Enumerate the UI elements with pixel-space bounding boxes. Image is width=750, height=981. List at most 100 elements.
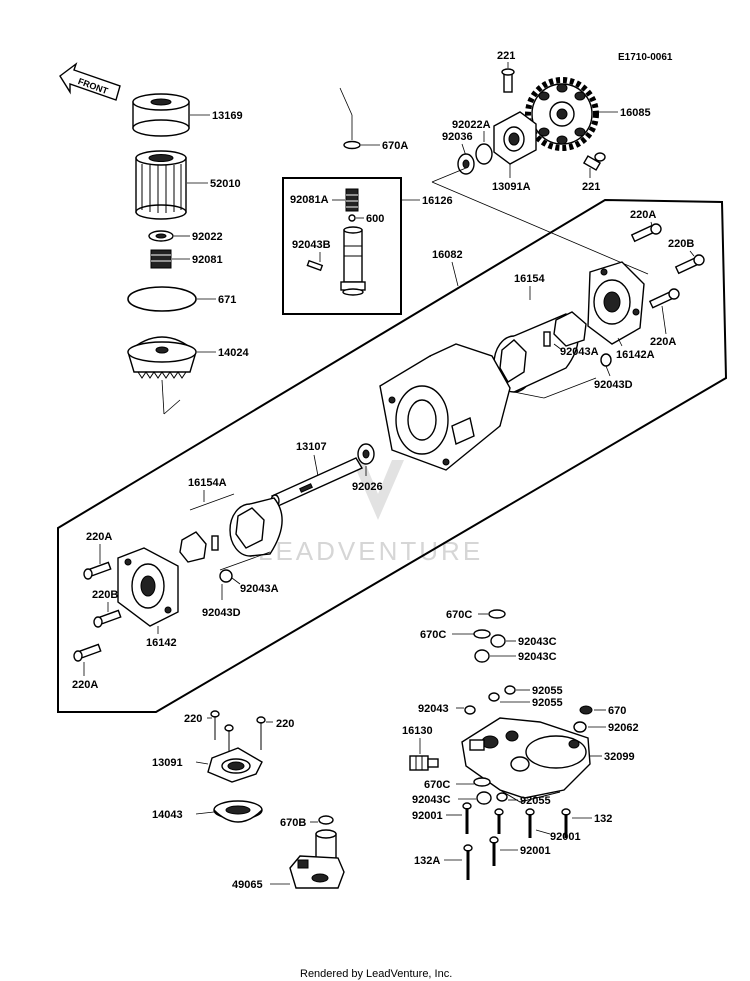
relief-valve-body bbox=[340, 226, 366, 296]
pipe-49065 bbox=[289, 829, 345, 889]
label-92081: 92081 bbox=[192, 254, 223, 266]
label-220B-2: 220B bbox=[92, 589, 118, 601]
label-14024: 14024 bbox=[218, 347, 249, 359]
label-16085: 16085 bbox=[620, 107, 651, 119]
screw-220-3 bbox=[256, 716, 266, 750]
collar-92055-2 bbox=[488, 692, 500, 702]
bolt-92001-2 bbox=[494, 808, 504, 834]
collar-92055-1 bbox=[504, 685, 516, 695]
o-ring-670A bbox=[343, 140, 361, 150]
label-220-b: 220 bbox=[276, 718, 294, 730]
pump-cover-16142 bbox=[117, 547, 179, 627]
label-92043: 92043 bbox=[418, 703, 449, 715]
label-600: 600 bbox=[366, 213, 384, 225]
label-670A: 670A bbox=[382, 140, 408, 152]
o-ring-670C-2 bbox=[473, 629, 491, 639]
pin-92043B bbox=[306, 259, 324, 272]
screw-220-1 bbox=[210, 710, 220, 740]
inner-rotor-16154A bbox=[179, 531, 207, 563]
bolt-132 bbox=[561, 808, 571, 838]
label-92043D-1: 92043D bbox=[594, 379, 633, 391]
bolt-220A-4 bbox=[73, 643, 102, 662]
gear-16085 bbox=[525, 77, 599, 151]
oil-filter-cap-13169 bbox=[132, 93, 190, 137]
collar-92043C-3 bbox=[476, 791, 492, 805]
label-220B-1: 220B bbox=[668, 238, 694, 250]
bolt-132A bbox=[463, 844, 473, 880]
cover-13091A bbox=[493, 111, 537, 165]
dowel-92043D-2 bbox=[219, 569, 233, 583]
bolt-92001-4 bbox=[489, 836, 499, 866]
rotor-16154A bbox=[229, 497, 283, 557]
label-92055-1: 92055 bbox=[532, 685, 563, 697]
o-ring-670B bbox=[318, 815, 334, 825]
watermark-text: LEADVENTURE bbox=[258, 536, 483, 566]
label-220A-3: 220A bbox=[86, 531, 112, 543]
collar-92055-3 bbox=[496, 792, 508, 802]
label-92062: 92062 bbox=[608, 722, 639, 734]
label-92001-3: 92001 bbox=[520, 845, 551, 857]
label-92036: 92036 bbox=[442, 131, 473, 143]
label-52010: 52010 bbox=[210, 178, 241, 190]
screw-220-2 bbox=[224, 724, 234, 752]
label-92043C-1: 92043C bbox=[518, 636, 557, 648]
pump-assembly-box bbox=[57, 198, 728, 713]
oil-filter-element-52010 bbox=[135, 150, 187, 220]
collar-92043 bbox=[464, 705, 476, 715]
label-14043: 14043 bbox=[152, 809, 183, 821]
label-670C-1: 670C bbox=[446, 609, 472, 621]
collar-92043C-1 bbox=[490, 634, 506, 648]
label-132: 132 bbox=[594, 813, 612, 825]
bolt-220A-3 bbox=[83, 561, 112, 580]
label-92026: 92026 bbox=[352, 481, 383, 493]
label-13169: 13169 bbox=[212, 110, 243, 122]
collar-92043C-2 bbox=[474, 649, 490, 663]
label-92043A-1: 92043A bbox=[560, 346, 599, 358]
bolt-92001-1 bbox=[462, 802, 472, 834]
o-ring-670 bbox=[579, 705, 593, 715]
plate-13091 bbox=[207, 747, 263, 783]
label-92081A: 92081A bbox=[290, 194, 329, 206]
watermark: LEADVENTURE bbox=[258, 460, 483, 566]
label-220A-4: 220A bbox=[72, 679, 98, 691]
pin-92043A-2 bbox=[211, 535, 219, 551]
label-32099: 32099 bbox=[604, 751, 635, 763]
dowel-92043D-1 bbox=[600, 353, 612, 367]
collar-92062 bbox=[573, 721, 587, 733]
label-92043C-2: 92043C bbox=[518, 651, 557, 663]
relief-valve-box bbox=[282, 177, 402, 315]
strainer-14043 bbox=[213, 800, 263, 823]
o-ring-670C-3 bbox=[473, 777, 491, 787]
o-ring-670C-1 bbox=[488, 609, 506, 619]
bolt-220B-2 bbox=[93, 609, 122, 628]
label-16154: 16154 bbox=[514, 273, 545, 285]
label-13091A: 13091A bbox=[492, 181, 531, 193]
label-13091: 13091 bbox=[152, 757, 183, 769]
o-ring-671 bbox=[127, 286, 197, 312]
label-16082: 16082 bbox=[432, 249, 463, 261]
label-92001-1: 92001 bbox=[412, 810, 443, 822]
pump-body-16082 bbox=[379, 343, 511, 471]
label-92043A-2: 92043A bbox=[240, 583, 279, 595]
sensor-16130 bbox=[409, 755, 439, 771]
label-92022A: 92022A bbox=[452, 119, 491, 131]
pump-cover-16142A bbox=[587, 261, 645, 345]
label-220A-2: 220A bbox=[650, 336, 676, 348]
bolt-220A-2 bbox=[648, 288, 680, 309]
label-92043C-3: 92043C bbox=[412, 794, 451, 806]
bolt-221-bottom bbox=[582, 152, 606, 171]
label-221-top: 221 bbox=[497, 50, 515, 62]
label-220A-1: 220A bbox=[630, 209, 656, 221]
label-92043B: 92043B bbox=[292, 239, 331, 251]
label-13107: 13107 bbox=[296, 441, 327, 453]
label-16142A: 16142A bbox=[616, 349, 655, 361]
label-670C-3: 670C bbox=[424, 779, 450, 791]
label-132A: 132A bbox=[414, 855, 440, 867]
spring-92081 bbox=[150, 249, 172, 269]
diagram-code: E1710-0061 bbox=[618, 52, 673, 63]
pump-housing-32099 bbox=[461, 717, 591, 803]
shaft-13107 bbox=[270, 457, 364, 508]
bolt-92001-3 bbox=[525, 808, 535, 838]
label-16154A: 16154A bbox=[188, 477, 227, 489]
